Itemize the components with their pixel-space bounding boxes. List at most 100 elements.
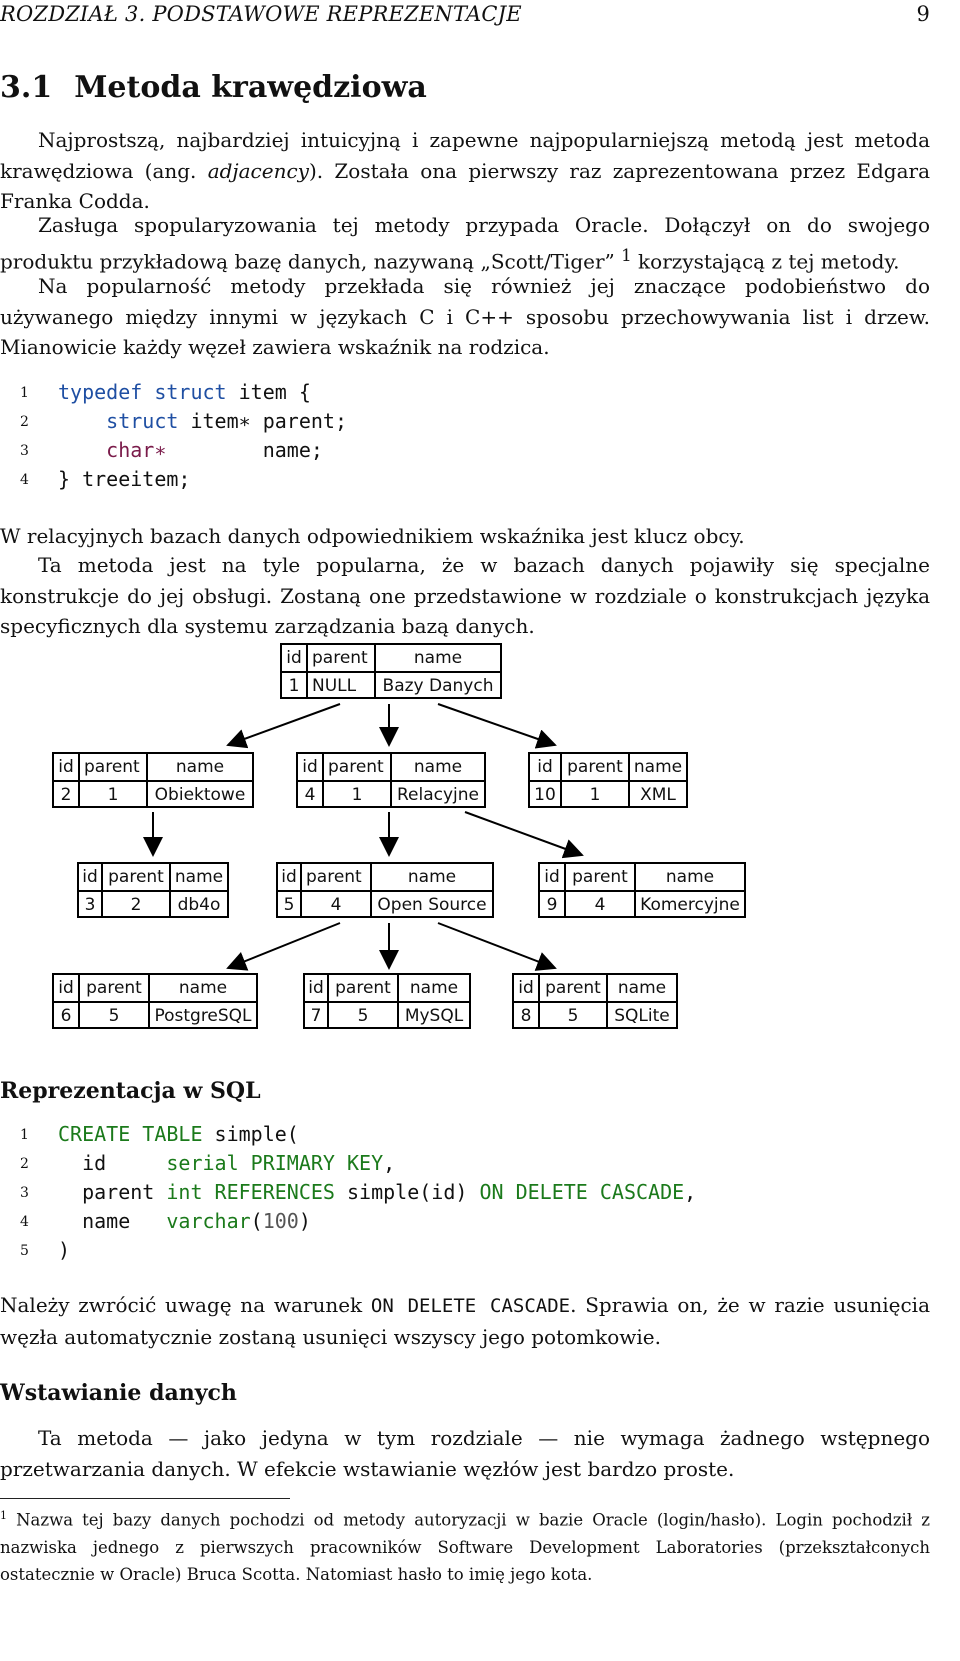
table-cell: id	[540, 864, 566, 890]
table-cell: 5	[540, 1003, 608, 1029]
paragraph-oracle: Zasługa spopularyzowania tej metody przy…	[0, 210, 930, 277]
code-text: name;	[166, 438, 323, 462]
table-cell: parent	[103, 864, 171, 890]
para6-text-b: . Sprawia on, że w razie usunięcia węzła…	[0, 1293, 930, 1349]
table-cell: id	[79, 864, 103, 890]
footnote-ref[interactable]: 1	[621, 245, 632, 265]
para1-emphasis: adjacency	[207, 158, 309, 183]
para1-text-a: Najprostszą, najbardziej intuicyjną i za…	[0, 128, 930, 183]
table-cell: parent	[324, 754, 392, 780]
table-cell: 3	[79, 892, 103, 918]
code-text: )	[298, 1209, 311, 1233]
table-cell: name	[407, 867, 457, 887]
table-cell: id	[514, 975, 540, 1001]
table-cell: name	[178, 978, 228, 998]
table-cell: parent	[302, 864, 372, 890]
para5-text: Ta metoda jest na tyle popularna, że w b…	[0, 553, 930, 638]
section-number: 3.1	[0, 70, 53, 105]
table-cell: name	[413, 757, 463, 777]
code-keyword: PRIMARY KEY	[250, 1151, 384, 1175]
table-cell: name	[409, 978, 459, 998]
table-cell: name	[175, 757, 225, 777]
code-space	[203, 1180, 215, 1204]
code-keyword: serial	[166, 1151, 239, 1175]
para6-text-a: Należy zwrócić uwagę na warunek	[0, 1293, 371, 1317]
table-cell: id	[278, 864, 302, 890]
code-text: item {	[226, 380, 311, 404]
table-cell: db4o	[177, 895, 221, 915]
footnote: 1 Nazwa tej bazy danych pochodzi od meto…	[0, 1502, 930, 1588]
paragraph-foreign-key: W relacyjnych bazach danych odpowiedniki…	[0, 521, 930, 552]
line-number: 2	[20, 414, 29, 430]
table-cell: name	[174, 867, 224, 887]
table-cell: name	[617, 978, 667, 998]
paragraph-intro: Najprostszą, najbardziej intuicyjną i za…	[0, 125, 930, 217]
table-cell: 8	[514, 1003, 540, 1029]
subheading-insert: Wstawianie danych	[0, 1380, 237, 1406]
edge-1-2	[226, 703, 341, 749]
para2-text-b: korzystającą z tej metody.	[631, 249, 900, 274]
code-keyword: CREATE TABLE	[58, 1122, 203, 1146]
table-cell: 6	[54, 1003, 80, 1029]
code-text: ,	[684, 1180, 697, 1204]
page-number: 9	[916, 2, 930, 26]
table-cell: parent	[566, 864, 636, 890]
code-text: )	[58, 1238, 71, 1262]
table-cell: 1	[282, 673, 308, 699]
section-title: Metoda krawędziowa	[74, 70, 427, 105]
section-heading: 3.1 Metoda krawędziowa	[0, 70, 427, 105]
para3-text: Na popularność metody przekłada się równ…	[0, 274, 930, 359]
inline-code: ON DELETE CASCADE	[370, 1295, 571, 1317]
edge-4-9	[464, 811, 584, 859]
table-cell: id	[54, 975, 80, 1001]
chapter-title: ROZDZIAŁ 3. PODSTAWOWE REPREZENTACJE	[0, 2, 522, 26]
edge-5-6	[226, 922, 341, 971]
code-text: name	[58, 1209, 167, 1233]
para1-text-b: ). Została ona pierwszy raz zaprezentowa…	[0, 158, 930, 214]
code-text: simple(	[202, 1122, 299, 1146]
table-cell: id	[298, 754, 324, 780]
line-number: 5	[20, 1243, 29, 1259]
code-type: char∗	[106, 438, 167, 462]
line-number: 2	[20, 1156, 29, 1172]
table-cell: 2	[103, 892, 171, 918]
footnote-rule	[0, 1498, 290, 1499]
table-cell: 1	[324, 782, 392, 808]
footnote-text: Nazwa tej bazy danych pochodzi od metody…	[0, 1510, 930, 1584]
code-keyword: typedef struct	[58, 380, 227, 404]
table-cell: parent	[329, 975, 399, 1001]
code-space	[239, 1151, 251, 1175]
line-number: 3	[20, 443, 29, 459]
table-cell: id	[54, 754, 80, 780]
line-number: 4	[20, 1214, 29, 1230]
table-cell: 5	[80, 1003, 150, 1029]
table-cell: 4	[566, 892, 636, 918]
code-keyword: int	[166, 1180, 203, 1204]
table-cell: 1	[562, 782, 630, 808]
table-cell: parent	[308, 645, 376, 671]
running-header: ROZDZIAŁ 3. PODSTAWOWE REPREZENTACJE 9	[0, 2, 930, 32]
paragraph-popularity: Na popularność metody przekłada się równ…	[0, 271, 930, 363]
table-cell: 10	[530, 782, 562, 808]
code-text: } treeitem;	[58, 467, 191, 491]
